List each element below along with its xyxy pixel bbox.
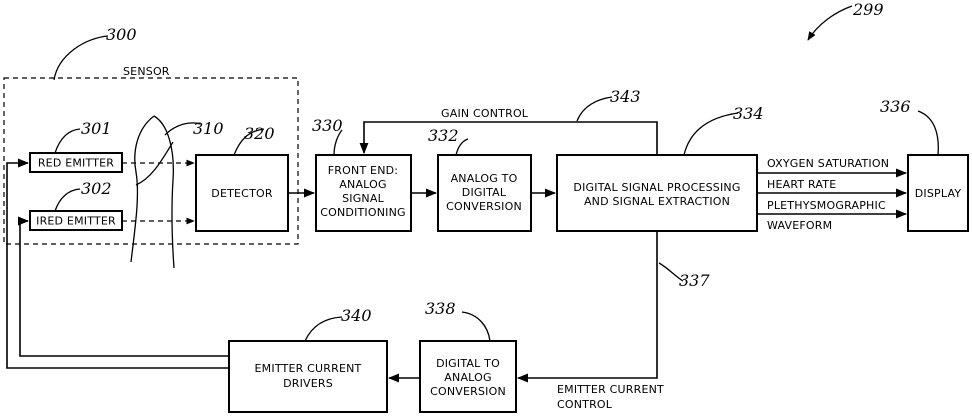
adc-ref-number: 332 [428, 126, 459, 145]
front-end-label-line-4: CONDITIONING [320, 206, 406, 219]
gain-control-ref-leader [577, 97, 612, 121]
emitter-current-control-arrow [518, 231, 657, 378]
output-label-heart-rate: HEART RATE [767, 178, 836, 191]
dac-ref-leader [462, 312, 490, 341]
adc-label-line-2: DIGITAL [462, 186, 507, 199]
output-label-oxygen-saturation: OXYGEN SATURATION [767, 157, 889, 170]
detector-block: DETECTOR 320 [196, 124, 288, 231]
gain-control-arrow [364, 122, 657, 155]
dac-block: DIGITAL TO ANALOG CONVERSION 338 [420, 299, 516, 412]
figure-reference-number: 299 [852, 0, 884, 19]
ired-emitter-label: IRED EMITTER [36, 215, 116, 228]
figure-reference: 299 [808, 0, 884, 40]
detector-label: DETECTOR [211, 187, 273, 200]
gain-control-path: GAIN CONTROL 343 [364, 87, 657, 155]
red-emitter-ref-number: 301 [81, 119, 112, 138]
ired-emitter-ref-number: 302 [81, 179, 112, 198]
dsp-ref-number: 334 [733, 104, 764, 123]
output-label-waveform: WAVEFORM [767, 219, 832, 232]
gain-control-label: GAIN CONTROL [441, 107, 529, 120]
emitter-current-control-ref-number: 337 [679, 271, 710, 290]
adc-block: ANALOG TO DIGITAL CONVERSION 332 [428, 126, 531, 231]
tissue-right-curve [154, 116, 174, 268]
front-end-block: FRONT END: ANALOG SIGNAL CONDITIONING 33… [312, 116, 411, 231]
dac-label-line-3: CONVERSION [430, 385, 506, 398]
dsp-label-line-1: DIGITAL SIGNAL PROCESSING [573, 181, 740, 194]
dac-label-line-2: ANALOG [444, 371, 491, 384]
drivers-label-line-1: EMITTER CURRENT [255, 362, 362, 375]
sensor-ref-leader [54, 36, 108, 80]
front-end-label-line-2: ANALOG [339, 178, 386, 191]
drivers-label-line-2: DRIVERS [283, 377, 333, 390]
emitter-current-control-label-line-2: CONTROL [557, 398, 613, 411]
tissue-left-curve [131, 116, 154, 262]
ired-emitter-ref-leader [55, 189, 80, 211]
dac-label-line-1: DIGITAL TO [436, 357, 500, 370]
drivers-to-ired-emitter-arrow [20, 221, 229, 356]
red-emitter-label: RED EMITTER [38, 157, 114, 170]
drivers-ref-leader [305, 317, 342, 341]
red-emitter-block: RED EMITTER 301 [30, 119, 122, 172]
sensor-ref-number: 300 [106, 25, 137, 44]
figure-reference-arrow [808, 6, 852, 40]
output-signals: OXYGEN SATURATION HEART RATE PLETHYSMOGR… [757, 157, 906, 232]
display-label: DISPLAY [915, 187, 962, 200]
drivers-ref-number: 340 [341, 306, 372, 325]
emitter-current-control-path: EMITTER CURRENT CONTROL 337 [518, 231, 710, 411]
gain-control-ref-number: 343 [610, 87, 641, 106]
dac-ref-number: 338 [425, 299, 456, 318]
detector-ref-number: 320 [244, 124, 275, 143]
adc-label-line-3: CONVERSION [446, 200, 522, 213]
display-ref-number: 336 [880, 97, 911, 116]
drivers-block: EMITTER CURRENT DRIVERS 340 [229, 306, 387, 412]
tissue-ref-number: 310 [193, 119, 224, 138]
emitter-current-control-label-line-1: EMITTER CURRENT [557, 383, 664, 396]
dsp-label-line-2: AND SIGNAL EXTRACTION [584, 195, 730, 208]
display-block: DISPLAY 336 [880, 97, 968, 231]
front-end-ref-number: 330 [312, 116, 343, 135]
adc-label-line-1: ANALOG TO [451, 172, 518, 185]
ired-emitter-block: IRED EMITTER 302 [30, 179, 122, 230]
output-label-plethysmographic: PLETHYSMOGRAPHIC [767, 199, 886, 212]
display-ref-leader [918, 111, 938, 155]
front-end-label-line-3: SIGNAL [342, 192, 385, 205]
dsp-ref-leader [684, 113, 738, 155]
dsp-block: DIGITAL SIGNAL PROCESSING AND SIGNAL EXT… [557, 104, 764, 231]
red-emitter-ref-leader [55, 129, 80, 153]
front-end-label-line-1: FRONT END: [328, 164, 398, 177]
sensor-label: SENSOR [123, 65, 170, 78]
